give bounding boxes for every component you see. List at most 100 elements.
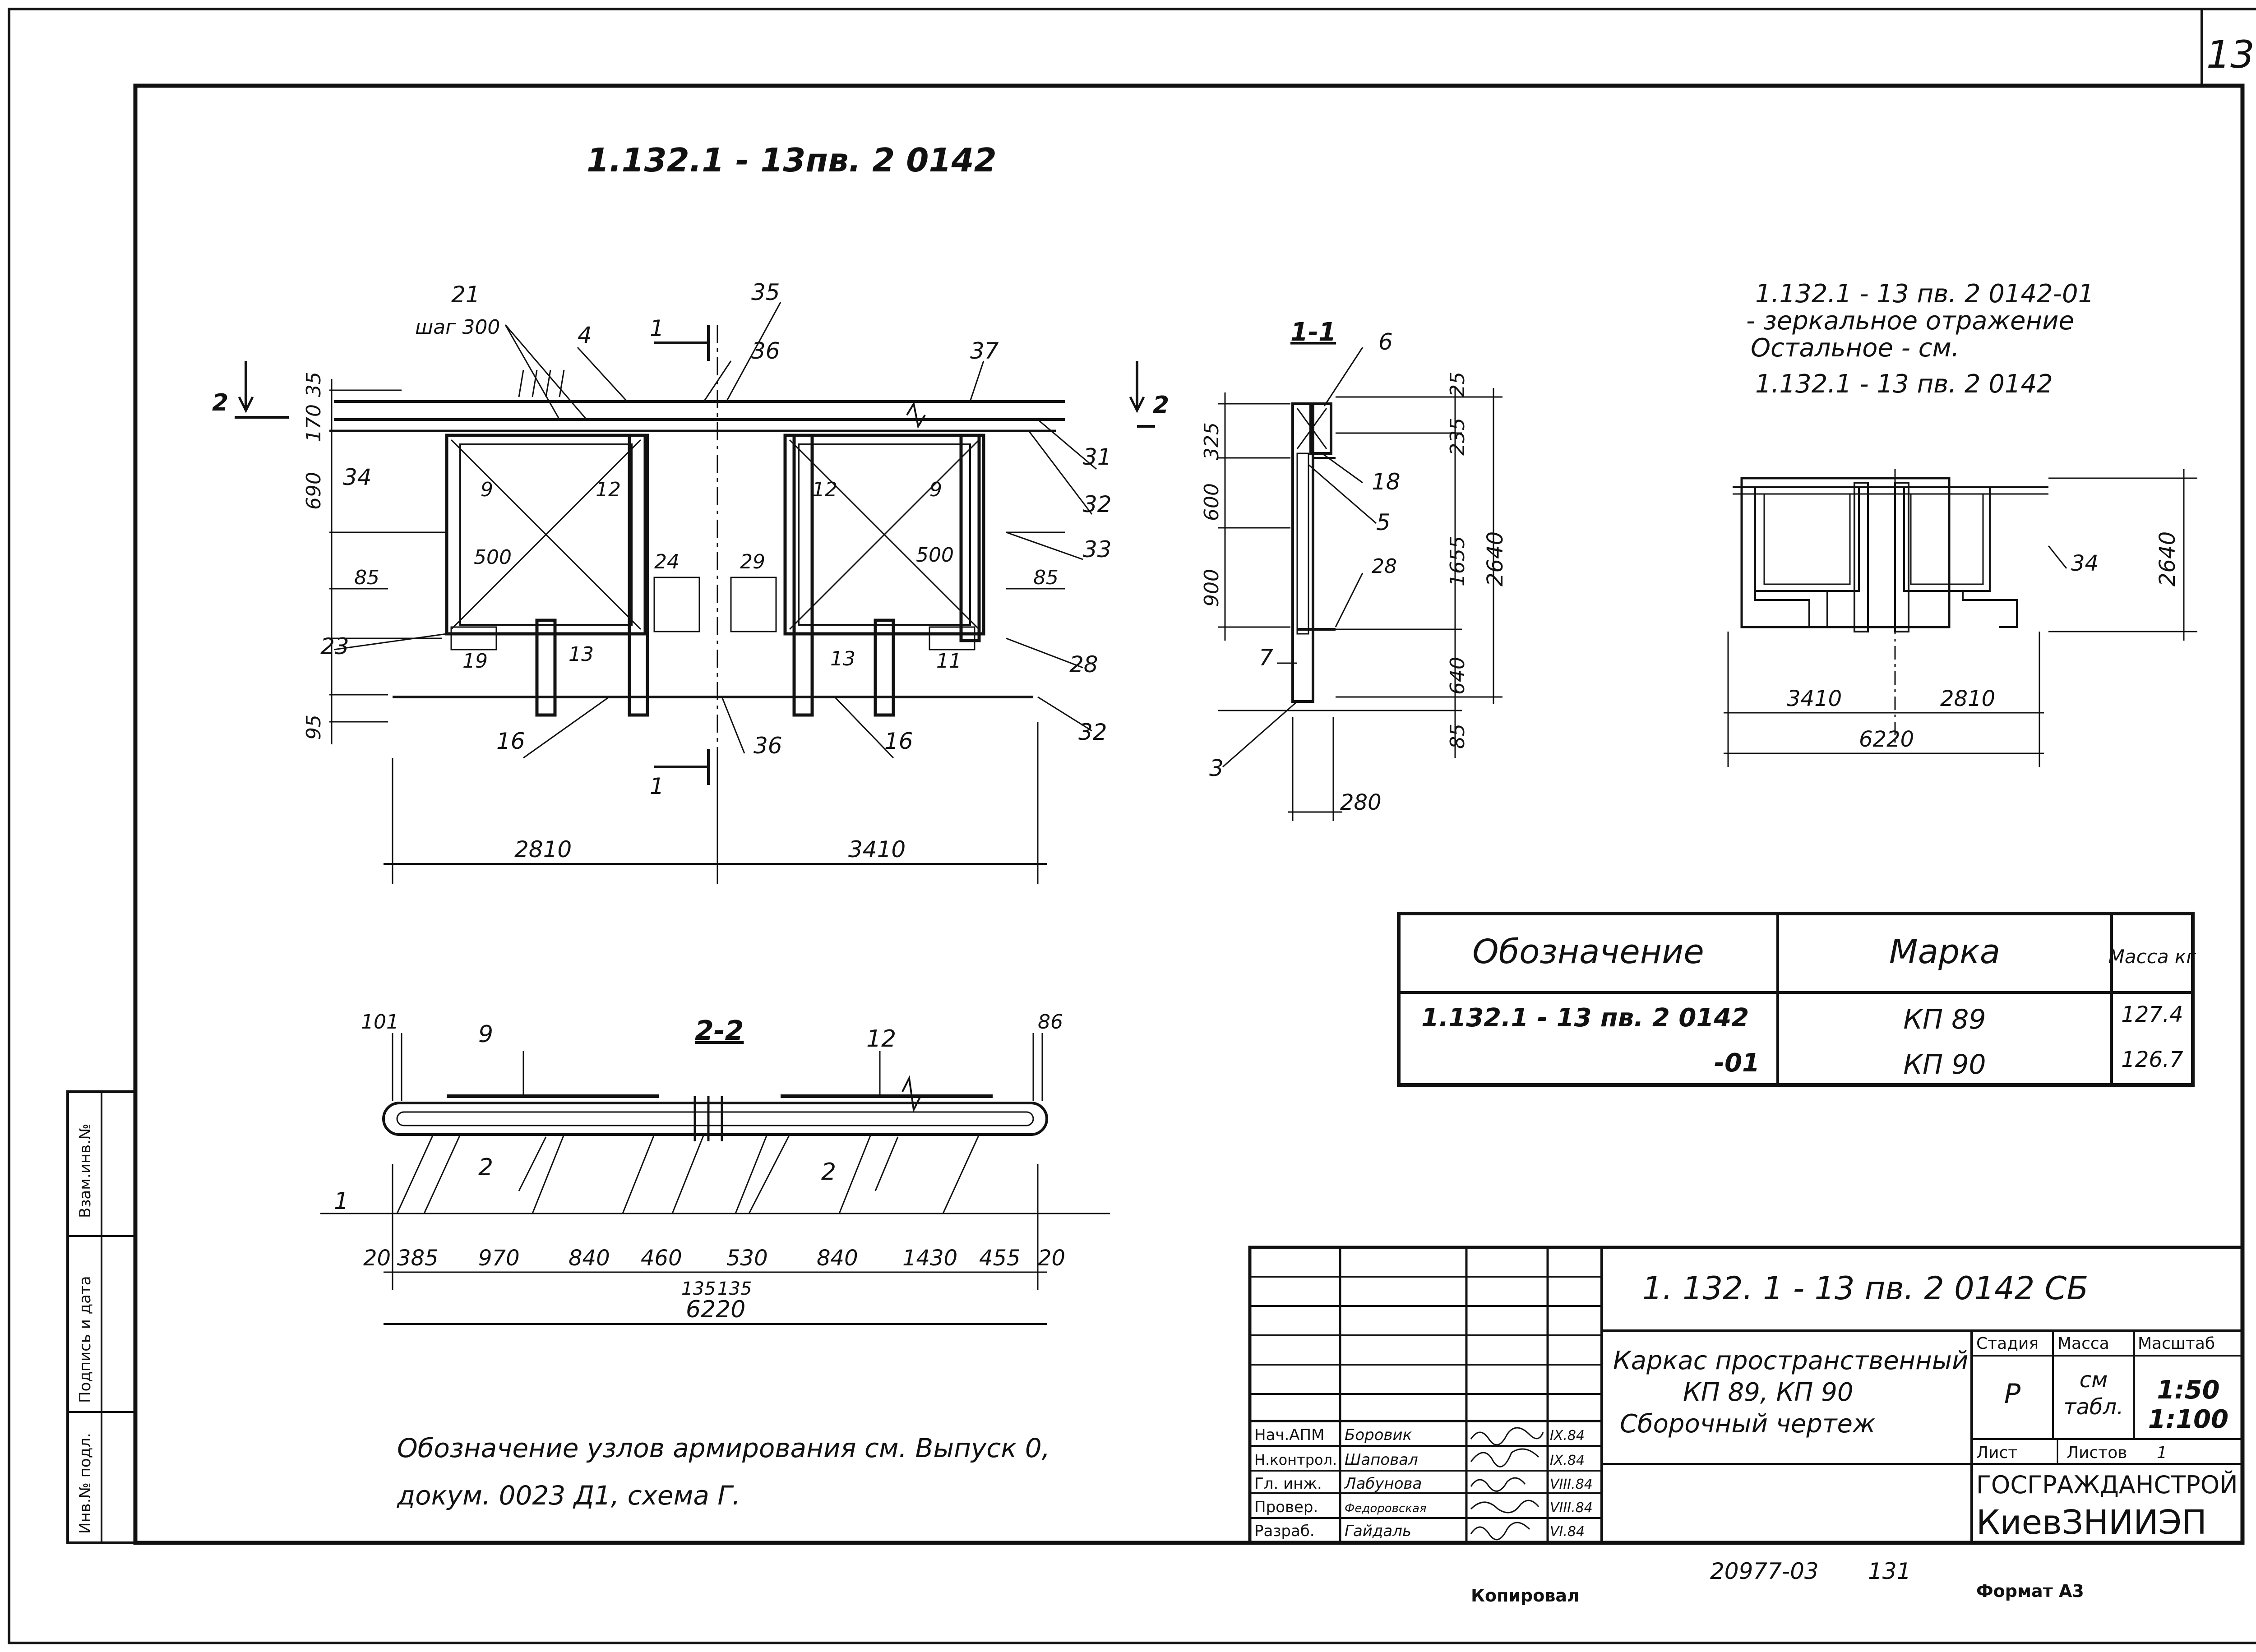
s22-label-2-left: 2 <box>478 1154 493 1181</box>
label-11: 11 <box>936 650 962 673</box>
s11-dim-325: 325 <box>1200 422 1223 460</box>
s11-dim-280: 280 <box>1340 790 1382 815</box>
section-1-1-drawing <box>1218 347 1502 821</box>
table-cell-designation-1: 1.132.1 - 13 пв. 2 0142 <box>1421 1003 1749 1033</box>
tb-org-2: КиевЗНИИЭП <box>1976 1503 2207 1542</box>
label-13-right: 13 <box>830 647 855 670</box>
label-31: 31 <box>1083 444 1112 470</box>
label-37: 37 <box>970 338 999 364</box>
label-9-right: 9 <box>929 478 942 501</box>
label-28: 28 <box>1069 651 1098 678</box>
tb-role-5: Разраб. <box>1254 1522 1315 1540</box>
s22-dim-455: 455 <box>979 1246 1021 1271</box>
s22-dim-530: 530 <box>726 1246 768 1271</box>
mini-view-drawing <box>1724 469 2197 767</box>
tb-name-3: Лабунова <box>1344 1475 1422 1493</box>
tb-name-line-1: Каркас пространственный <box>1613 1346 1968 1375</box>
s22-label-12: 12 <box>866 1025 896 1052</box>
label-step: шаг 300 <box>415 316 500 339</box>
s22-label-86: 86 <box>1038 1011 1063 1034</box>
bottom-info: 20977-03 131 Копировал Формат А3 <box>1471 1558 2084 1606</box>
label-35: 35 <box>751 279 780 305</box>
label-13-left: 13 <box>569 643 594 666</box>
mini-dim-3410: 3410 <box>1787 686 1842 711</box>
tb-date-2: IX.84 <box>1550 1453 1585 1468</box>
tb-role-4: Провер. <box>1254 1498 1318 1516</box>
s22-dim-1430: 1430 <box>902 1246 957 1271</box>
s22-dim-385: 385 <box>397 1246 439 1271</box>
section-1-1-title: 1-1 <box>1290 318 1336 347</box>
table-cell-mark-2: КП 90 <box>1903 1049 1986 1080</box>
s11-label-3: 3 <box>1209 755 1224 781</box>
section-2-2-labels: 101 86 9 12 1 2 2 20 385 970 840 460 530… <box>334 1011 1065 1323</box>
tb-name-4: Федоровская <box>1345 1502 1427 1515</box>
archive-sheet: 131 <box>1868 1558 1911 1584</box>
page-number: 130 <box>2206 32 2256 77</box>
dim-690: 690 <box>302 472 325 510</box>
tb-stage-value: Р <box>2004 1378 2021 1410</box>
tb-name-line-3: Сборочный чертеж <box>1620 1409 1875 1439</box>
s22-label-9: 9 <box>478 1021 493 1048</box>
s22-dim-840-right: 840 <box>817 1246 858 1271</box>
tb-date-1: IX.84 <box>1550 1428 1585 1444</box>
mirror-note: 1.132.1 - 13 пв. 2 0142-01 - зеркальное … <box>1746 279 2094 399</box>
label-500-left: 500 <box>474 546 512 569</box>
s22-label-101: 101 <box>361 1011 399 1034</box>
title-block-text: 1. 132. 1 - 13 пв. 2 0142 СБ Каркас прос… <box>1613 1270 2238 1542</box>
main-view-leaders <box>333 302 1097 759</box>
s22-dim-135-left: 135 <box>681 1278 716 1299</box>
section-2-left: 2 <box>212 389 228 416</box>
label-19: 19 <box>462 650 488 673</box>
mini-dim-2810: 2810 <box>1940 686 1995 711</box>
outer-frame <box>8 8 2256 1644</box>
dim-3410: 3410 <box>848 836 906 863</box>
note-line-2: докум. 0023 Д1, схема Г. <box>397 1480 740 1511</box>
side-stamp-sign: Подпись и дата <box>76 1276 94 1403</box>
tb-sheets-value: 1 <box>2157 1444 2167 1462</box>
tb-name-1: Боровик <box>1345 1426 1412 1444</box>
s22-dim-460: 460 <box>641 1246 682 1271</box>
note-line-1: Обозначение узлов армирования см. Выпуск… <box>397 1433 1050 1463</box>
s11-dim-1655: 1655 <box>1446 536 1469 586</box>
label-500-right: 500 <box>916 544 954 567</box>
page-number-box: 130 <box>2201 9 2256 86</box>
tb-document-code: 1. 132. 1 - 13 пв. 2 0142 СБ <box>1642 1270 2088 1307</box>
archive-number: 20977-03 <box>1710 1558 1819 1584</box>
s22-dim-970: 970 <box>478 1246 520 1271</box>
section-2-2-title: 2-2 <box>695 1015 744 1047</box>
tb-sheet-label: Лист <box>1976 1444 2017 1462</box>
s11-dim-235: 235 <box>1446 418 1469 456</box>
dim-95: 95 <box>302 715 325 740</box>
tb-date-4: VIII.84 <box>1550 1500 1593 1516</box>
s11-dim-2640: 2640 <box>1483 531 1508 586</box>
s22-label-2-right: 2 <box>821 1158 836 1186</box>
label-34: 34 <box>343 464 372 490</box>
table-header-mark: Марка <box>1889 932 2000 971</box>
s11-label-7: 7 <box>1259 645 1273 671</box>
tb-role-3: Гл. инж. <box>1254 1475 1322 1493</box>
s22-dim-840-left: 840 <box>569 1246 610 1271</box>
tb-name-line-2: КП 89, КП 90 <box>1683 1378 1853 1407</box>
table-cell-mark-1: КП 89 <box>1903 1004 1986 1035</box>
main-view-title: 1.132.1 - 13пв. 2 0142 <box>587 141 997 179</box>
marks-table <box>1397 912 2195 1087</box>
section-2-2-drawing <box>320 1033 1110 1325</box>
label-4: 4 <box>578 322 592 348</box>
tb-stage-header: Стадия <box>1976 1334 2039 1353</box>
s11-label-28: 28 <box>1372 555 1397 578</box>
marks-table-text: Обозначение Марка Масса кг 1.132.1 - 13 … <box>1421 932 2196 1080</box>
mirror-note-line-3: Остальное - см. <box>1751 333 1960 363</box>
label-9-left: 9 <box>481 478 493 501</box>
table-header-mass: Масса кг <box>2108 946 2197 968</box>
tb-role-2: Н.контрол. <box>1254 1451 1337 1468</box>
label-32-top: 32 <box>1083 491 1112 517</box>
signatures <box>1470 1427 1544 1541</box>
s11-dim-900: 900 <box>1200 569 1223 607</box>
mini-dim-6220: 6220 <box>1859 727 1914 752</box>
title-block-people: Нач.АПМ Боровик IX.84 Н.контрол. Шаповал… <box>1254 1426 1593 1540</box>
dim-170: 170 <box>302 404 325 442</box>
copied-label: Копировал <box>1471 1586 1580 1606</box>
label-36-bottom: 36 <box>754 733 782 759</box>
s11-dim-25: 25 <box>1446 372 1469 397</box>
